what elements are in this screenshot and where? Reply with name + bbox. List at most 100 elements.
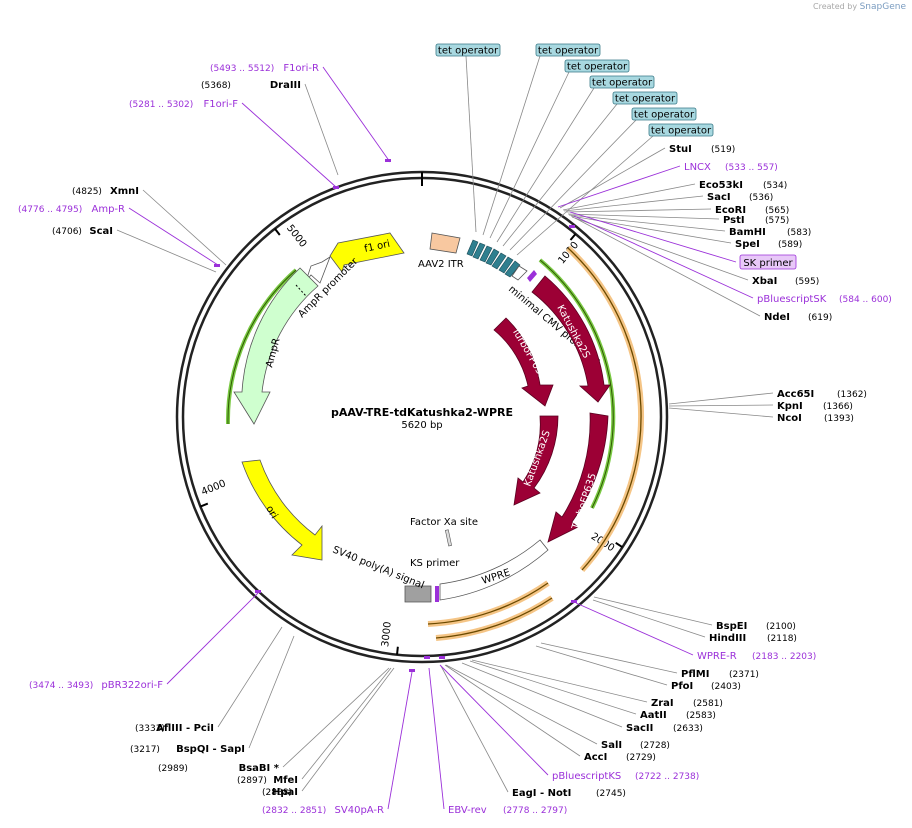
- site-position-label: (1366): [823, 402, 853, 412]
- site-position-label: (5368): [201, 81, 231, 91]
- primer-leader: [241, 102, 337, 188]
- tet-operator-label: tet operator: [651, 126, 712, 137]
- site-leader: [563, 195, 704, 212]
- site-position-label: (2728): [640, 741, 670, 751]
- primer-name-label: WPRE-R: [697, 651, 737, 662]
- site-leader: [593, 596, 713, 626]
- tet-operator-leader: [516, 135, 654, 256]
- site-name-label: PflMI: [681, 669, 709, 680]
- primer-leader: [387, 671, 413, 810]
- primer-site-mark: [569, 225, 575, 228]
- orf-arc-4: [435, 595, 554, 641]
- site-position-label: (575): [765, 216, 789, 226]
- tick-mark: [200, 502, 209, 508]
- site-position-label: (619): [808, 313, 832, 323]
- site-name-label: AatII: [640, 710, 667, 721]
- site-leader: [142, 189, 227, 266]
- wpre-arrow: [439, 539, 549, 601]
- site-leader: [574, 217, 761, 317]
- site-name-label: AccI: [584, 752, 607, 763]
- site-name-label: KpnI: [777, 401, 803, 412]
- primer-range-label: (2778 .. 2797): [503, 806, 567, 816]
- tick-mark: [569, 233, 577, 241]
- site-name-label: PfoI: [671, 681, 693, 692]
- site-leader: [559, 147, 666, 209]
- factor-xa-label: Factor Xa site: [410, 517, 478, 528]
- primer-leader: [428, 667, 445, 810]
- primer-range-label: (584 .. 600): [839, 295, 892, 305]
- site-name-label: MfeI: [273, 775, 298, 786]
- ks-primer-label: KS primer: [410, 558, 460, 569]
- site-leader: [304, 83, 339, 176]
- site-position-label: (583): [787, 228, 811, 238]
- aav2-itr-label: AAV2 ITR: [418, 259, 464, 270]
- site-position-label: (2403): [711, 682, 741, 692]
- site-leader: [469, 660, 637, 715]
- plasmid-size: 5620 bp: [401, 420, 442, 431]
- primer-name-label: pBluescriptSK: [757, 294, 827, 305]
- leader-lines: [116, 55, 774, 810]
- site-name-label: DraIII: [270, 80, 301, 91]
- site-leader: [116, 229, 217, 273]
- site-leader: [282, 667, 390, 768]
- tet-operator-box: [612, 91, 678, 105]
- tet-operator-segments: [466, 239, 521, 278]
- site-position-label: (589): [778, 240, 802, 250]
- primer-leader: [569, 211, 737, 263]
- snapgene-logo: SnapGene: [859, 2, 906, 12]
- tet-operator-box: [648, 123, 714, 137]
- primer-site-mark: [424, 656, 430, 659]
- f1-ori-arrow: [329, 232, 405, 273]
- primer-range-label: (3474 .. 3493): [29, 681, 93, 691]
- tick-label: 3000: [380, 621, 394, 647]
- primer-range-label: (2832 .. 2851): [262, 806, 326, 816]
- minimal-cmv-arrow: [511, 265, 528, 281]
- tet-operator-box: [435, 43, 501, 57]
- site-name-label: SpeI: [735, 239, 760, 250]
- primer-leader: [575, 602, 694, 656]
- site-position-label: (2729): [626, 753, 656, 763]
- tet-operator-box: [564, 59, 630, 73]
- site-leader: [217, 626, 283, 728]
- tick-label: 4000: [200, 478, 228, 498]
- site-leader: [301, 667, 395, 792]
- tick-label: 5000: [284, 223, 308, 250]
- site-name-label: Eco53kI: [699, 180, 743, 191]
- site-name-label: SacII: [626, 723, 653, 734]
- site-position-label: (4825): [72, 187, 102, 197]
- site-leader: [445, 664, 598, 745]
- tick-mark: [615, 541, 623, 549]
- site-leader: [301, 667, 392, 780]
- site-leader: [592, 599, 706, 638]
- primer-range-label: (2722 .. 2738): [635, 772, 699, 782]
- tet-operator-leader: [502, 103, 618, 247]
- primer-range-label: (4776 .. 4795): [18, 205, 82, 215]
- site-name-label: BamHI: [729, 227, 766, 238]
- primer-leader: [128, 207, 219, 266]
- tet-operator-leader: [489, 71, 570, 239]
- site-leader: [562, 183, 696, 211]
- orf-arc-4-core: [435, 597, 553, 639]
- factor-xa-box: [445, 529, 452, 547]
- site-name-label: HpaI: [272, 787, 298, 798]
- site-position-label: (2633): [673, 724, 703, 734]
- site-position-label: (534): [763, 181, 787, 191]
- tet-operator-leader: [496, 87, 595, 243]
- primer-name-label: F1ori-R: [283, 63, 319, 74]
- primer-range-label: (2183 .. 2203): [752, 652, 816, 662]
- tet-operator-label: tet operator: [615, 94, 676, 105]
- site-name-label: SalI: [601, 740, 622, 751]
- site-leader: [571, 216, 749, 281]
- primer-site-mark: [385, 159, 391, 162]
- tick-mark: [396, 646, 399, 655]
- site-leader: [565, 208, 712, 213]
- site-leader: [540, 642, 678, 674]
- tick-mark: [274, 228, 281, 236]
- tet-operator-label: tet operator: [634, 110, 695, 121]
- site-leader: [568, 214, 726, 232]
- primer-name-label: pBluescriptKS: [552, 771, 621, 782]
- aav2-itr-box: [429, 232, 461, 254]
- primer-name-label: SV40pA-R: [335, 805, 384, 816]
- site-position-label: (519): [711, 145, 735, 155]
